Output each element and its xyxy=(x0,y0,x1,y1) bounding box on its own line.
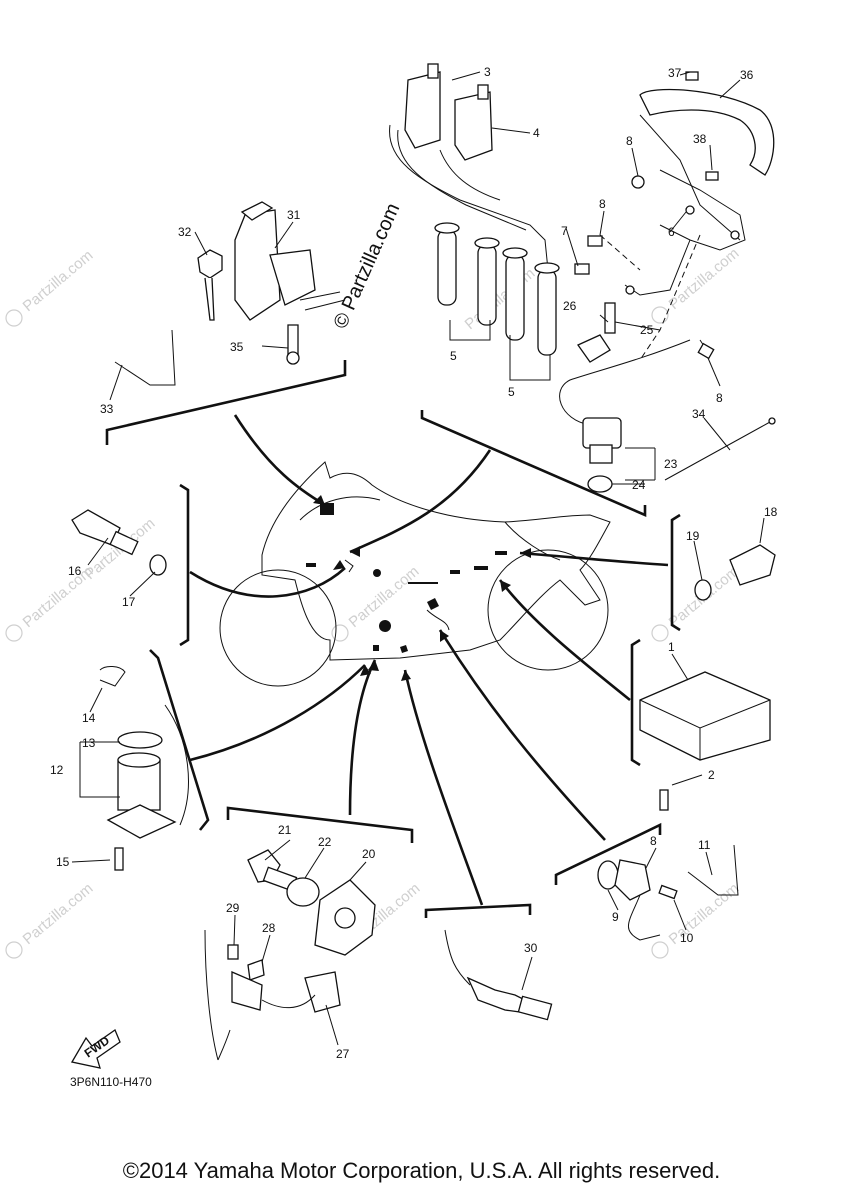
oxygen-sensor xyxy=(444,929,553,1021)
callout-2: 2 xyxy=(708,768,715,782)
callout-36: 34 xyxy=(692,407,706,421)
main-switch xyxy=(197,201,346,365)
callout-11: 9 xyxy=(612,910,619,924)
watermark-text: Partzilla.com xyxy=(20,247,97,315)
group-brackets xyxy=(105,360,681,918)
callout-28: 26 xyxy=(563,299,577,313)
callout-17: 15 xyxy=(56,855,70,869)
bracket-left-1 xyxy=(179,483,190,647)
callout-20: 18 xyxy=(764,505,778,519)
callout-4: 4 xyxy=(533,126,540,140)
callout-32: 30 xyxy=(524,941,538,955)
callout-13: 11 xyxy=(698,838,711,852)
sensor-20 xyxy=(694,544,776,601)
callout-5b: 5 xyxy=(508,385,515,399)
bracket-bottom-right xyxy=(554,822,662,885)
callout-15: 13 xyxy=(82,736,96,750)
callout-7: 7 xyxy=(561,224,568,238)
callout-37: 35 xyxy=(230,340,244,354)
copyright-banner: © Partzilla.com xyxy=(329,200,404,332)
callout-18: 16 xyxy=(68,564,82,578)
callout-1: 1 xyxy=(668,640,675,654)
bracket-top-right xyxy=(420,410,647,517)
bracket-right-2 xyxy=(630,638,641,767)
cable-tie-35 xyxy=(114,329,176,386)
callout-lines xyxy=(71,71,765,1046)
callout-39: 37 xyxy=(668,66,682,80)
bracket-left-2 xyxy=(149,649,210,831)
callout-5a: 5 xyxy=(450,349,457,363)
watermark-text: Partzilla.com xyxy=(666,880,743,948)
callout-27: 25 xyxy=(640,323,654,337)
callout-30: 28 xyxy=(262,921,276,935)
callout-12: 10 xyxy=(680,931,694,945)
solenoid xyxy=(99,666,189,871)
callout-40: 38 xyxy=(693,132,707,146)
sensor-18 xyxy=(71,509,167,576)
callout-26: 24 xyxy=(632,478,646,492)
callout-8-upper: 8 xyxy=(599,197,606,211)
bracket-top-left xyxy=(105,360,347,445)
callout-numbers: 3 4 5 5 37 36 8 38 5 6 8 7 8 7 8 26 25 2… xyxy=(50,65,778,1061)
watermark-text: Partzilla.com xyxy=(666,245,743,313)
callout-24: 22 xyxy=(318,835,332,849)
ignition-coils xyxy=(389,63,560,356)
callout-35: 33 xyxy=(100,402,114,416)
callout-25: 23 xyxy=(664,457,678,471)
sensor-10 xyxy=(597,844,739,941)
motorcycle-silhouette xyxy=(219,461,611,687)
watermark-text: Partzilla.com xyxy=(20,880,97,948)
callout-8-lower: 8 xyxy=(716,391,723,405)
copyright-notice: ©2014 Yamaha Motor Corporation, U.S.A. A… xyxy=(122,1158,721,1183)
callout-38: 36 xyxy=(740,68,754,82)
callout-31: 29 xyxy=(226,901,240,915)
fwd-arrow-icon: FWD xyxy=(70,1029,121,1069)
diagram-code: 3P6N110-H470 xyxy=(70,1075,152,1089)
bracket-right-1 xyxy=(670,513,681,632)
callout-19: 17 xyxy=(122,595,136,609)
callout-33: 31 xyxy=(287,208,301,222)
watermark-text: Partzilla.com xyxy=(462,265,539,333)
callout-21: 19 xyxy=(686,529,700,543)
sensor-29 xyxy=(204,849,376,1061)
callout-14: 12 xyxy=(50,763,64,777)
callout-6: 6 xyxy=(668,225,675,239)
sensor-25 xyxy=(559,302,776,493)
bracket-bottom-center xyxy=(424,903,532,918)
callout-34: 32 xyxy=(178,225,192,239)
bracket-bottom-left xyxy=(226,806,414,843)
bracket-assembly xyxy=(574,71,775,361)
callout-10: 8 xyxy=(650,834,657,848)
callout-29: 27 xyxy=(336,1047,350,1061)
callouts-8: 8 8 xyxy=(599,197,723,405)
leader-lines xyxy=(189,414,669,906)
callout-16: 14 xyxy=(82,711,96,725)
callout-9: 8 xyxy=(626,134,633,148)
callout-22: 20 xyxy=(362,847,376,861)
ecu xyxy=(639,671,771,811)
callout-3: 3 xyxy=(484,65,491,79)
callout-23: 21 xyxy=(278,823,292,837)
